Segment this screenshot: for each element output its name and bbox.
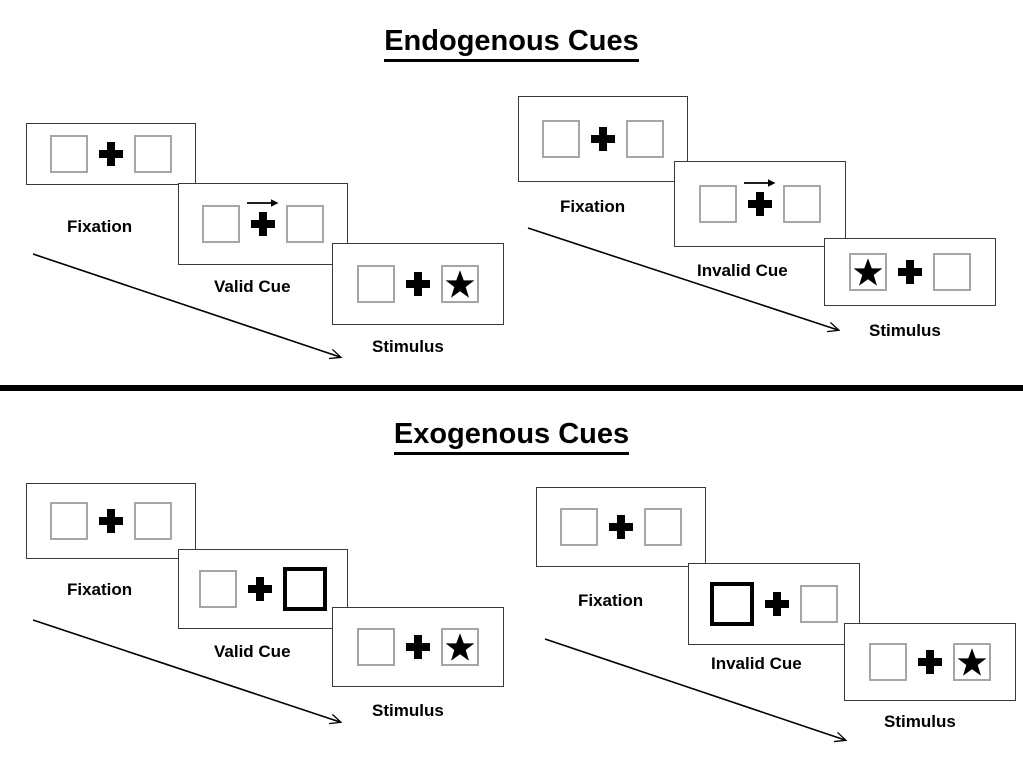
placeholder-square <box>202 205 240 243</box>
placeholder-square <box>50 135 88 173</box>
trial-frame-content <box>27 484 195 558</box>
placeholder-square <box>869 643 907 681</box>
panel-caption: Invalid Cue <box>711 654 802 673</box>
panel-caption: Invalid Cue <box>697 261 788 280</box>
placeholder-square <box>357 265 395 303</box>
panel-caption: Stimulus <box>372 701 444 720</box>
trial-frame-fixation <box>536 487 706 567</box>
target-square <box>441 628 479 666</box>
trial-frame-stimulus <box>332 607 504 687</box>
panel-caption: Fixation <box>560 197 626 216</box>
star-icon <box>853 258 883 286</box>
fixation-center <box>240 199 286 248</box>
trial-frame-fixation <box>26 483 196 559</box>
placeholder-square <box>286 205 324 243</box>
section-title-exogenous-text: Exogenous Cues <box>393 418 630 455</box>
trial-frame-valid-cue <box>178 183 348 265</box>
trial-frame-content <box>689 564 859 644</box>
fixation-cross-icon <box>765 592 789 616</box>
fixation-cross-icon <box>406 635 430 659</box>
arrow-right-icon <box>247 199 279 207</box>
trial-frame-stimulus <box>844 623 1016 701</box>
star-icon <box>957 648 987 676</box>
placeholder-square <box>542 120 580 158</box>
placeholder-square <box>199 570 237 608</box>
target-square <box>849 253 887 291</box>
panel-caption: Stimulus <box>884 712 956 731</box>
fixation-center <box>598 503 644 551</box>
cued-square <box>710 582 754 626</box>
fixation-center <box>88 130 134 178</box>
fixation-center <box>887 248 933 296</box>
panel-caption: Fixation <box>67 580 133 599</box>
section-title-endogenous: Endogenous Cues <box>0 25 1023 62</box>
section-divider <box>0 385 1023 391</box>
section-title-exogenous: Exogenous Cues <box>0 418 1023 455</box>
trial-frame-content <box>333 608 503 686</box>
fixation-center <box>737 179 783 228</box>
fixation-center <box>395 260 441 308</box>
trial-frame-content <box>845 624 1015 700</box>
fixation-cross-icon <box>248 577 272 601</box>
fixation-center <box>395 623 441 671</box>
fixation-center <box>88 497 134 545</box>
trial-frame-content <box>179 550 347 628</box>
placeholder-square <box>357 628 395 666</box>
placeholder-square <box>134 502 172 540</box>
trial-frame-invalid-cue <box>674 161 846 247</box>
trial-frame-content <box>675 162 845 246</box>
fixation-center <box>237 565 283 613</box>
fixation-center <box>907 638 953 686</box>
panel-caption: Stimulus <box>869 321 941 340</box>
panel-caption: Stimulus <box>372 337 444 356</box>
trial-frame-content <box>179 184 347 264</box>
panel-caption: Fixation <box>67 217 133 236</box>
fixation-cross-icon <box>99 142 123 166</box>
placeholder-square <box>50 502 88 540</box>
fixation-cross-icon <box>918 650 942 674</box>
star-icon <box>445 270 475 298</box>
trial-frame-fixation <box>518 96 688 182</box>
trial-frame-content <box>333 244 503 324</box>
star-icon <box>445 633 475 661</box>
trial-frame-invalid-cue <box>688 563 860 645</box>
panel-caption: Valid Cue <box>214 277 291 296</box>
timeline-arrow-icon <box>32 619 340 722</box>
arrow-right-icon <box>744 179 776 187</box>
placeholder-square <box>644 508 682 546</box>
trial-frame-fixation <box>26 123 196 185</box>
placeholder-square <box>134 135 172 173</box>
trial-frame-content <box>825 239 995 305</box>
trial-frame-content <box>27 124 195 184</box>
trial-frame-content <box>519 97 687 181</box>
fixation-cross-icon <box>898 260 922 284</box>
fixation-cross-icon <box>609 515 633 539</box>
trial-frame-stimulus <box>332 243 504 325</box>
placeholder-square <box>800 585 838 623</box>
fixation-cross-icon <box>251 212 275 236</box>
cued-square <box>283 567 327 611</box>
fixation-cross-icon <box>591 127 615 151</box>
placeholder-square <box>699 185 737 223</box>
panel-caption: Valid Cue <box>214 642 291 661</box>
fixation-cross-icon <box>99 509 123 533</box>
target-square <box>441 265 479 303</box>
target-square <box>953 643 991 681</box>
placeholder-square <box>626 120 664 158</box>
placeholder-square <box>783 185 821 223</box>
timeline-arrow-icon <box>32 253 340 357</box>
trial-frame-stimulus <box>824 238 996 306</box>
fixation-cross-icon <box>406 272 430 296</box>
fixation-center <box>754 580 800 628</box>
placeholder-square <box>933 253 971 291</box>
trial-frame-valid-cue <box>178 549 348 629</box>
trial-frame-content <box>537 488 705 566</box>
fixation-cross-icon <box>748 192 772 216</box>
fixation-center <box>580 115 626 163</box>
section-title-endogenous-text: Endogenous Cues <box>384 25 639 62</box>
panel-caption: Fixation <box>578 591 644 610</box>
placeholder-square <box>560 508 598 546</box>
